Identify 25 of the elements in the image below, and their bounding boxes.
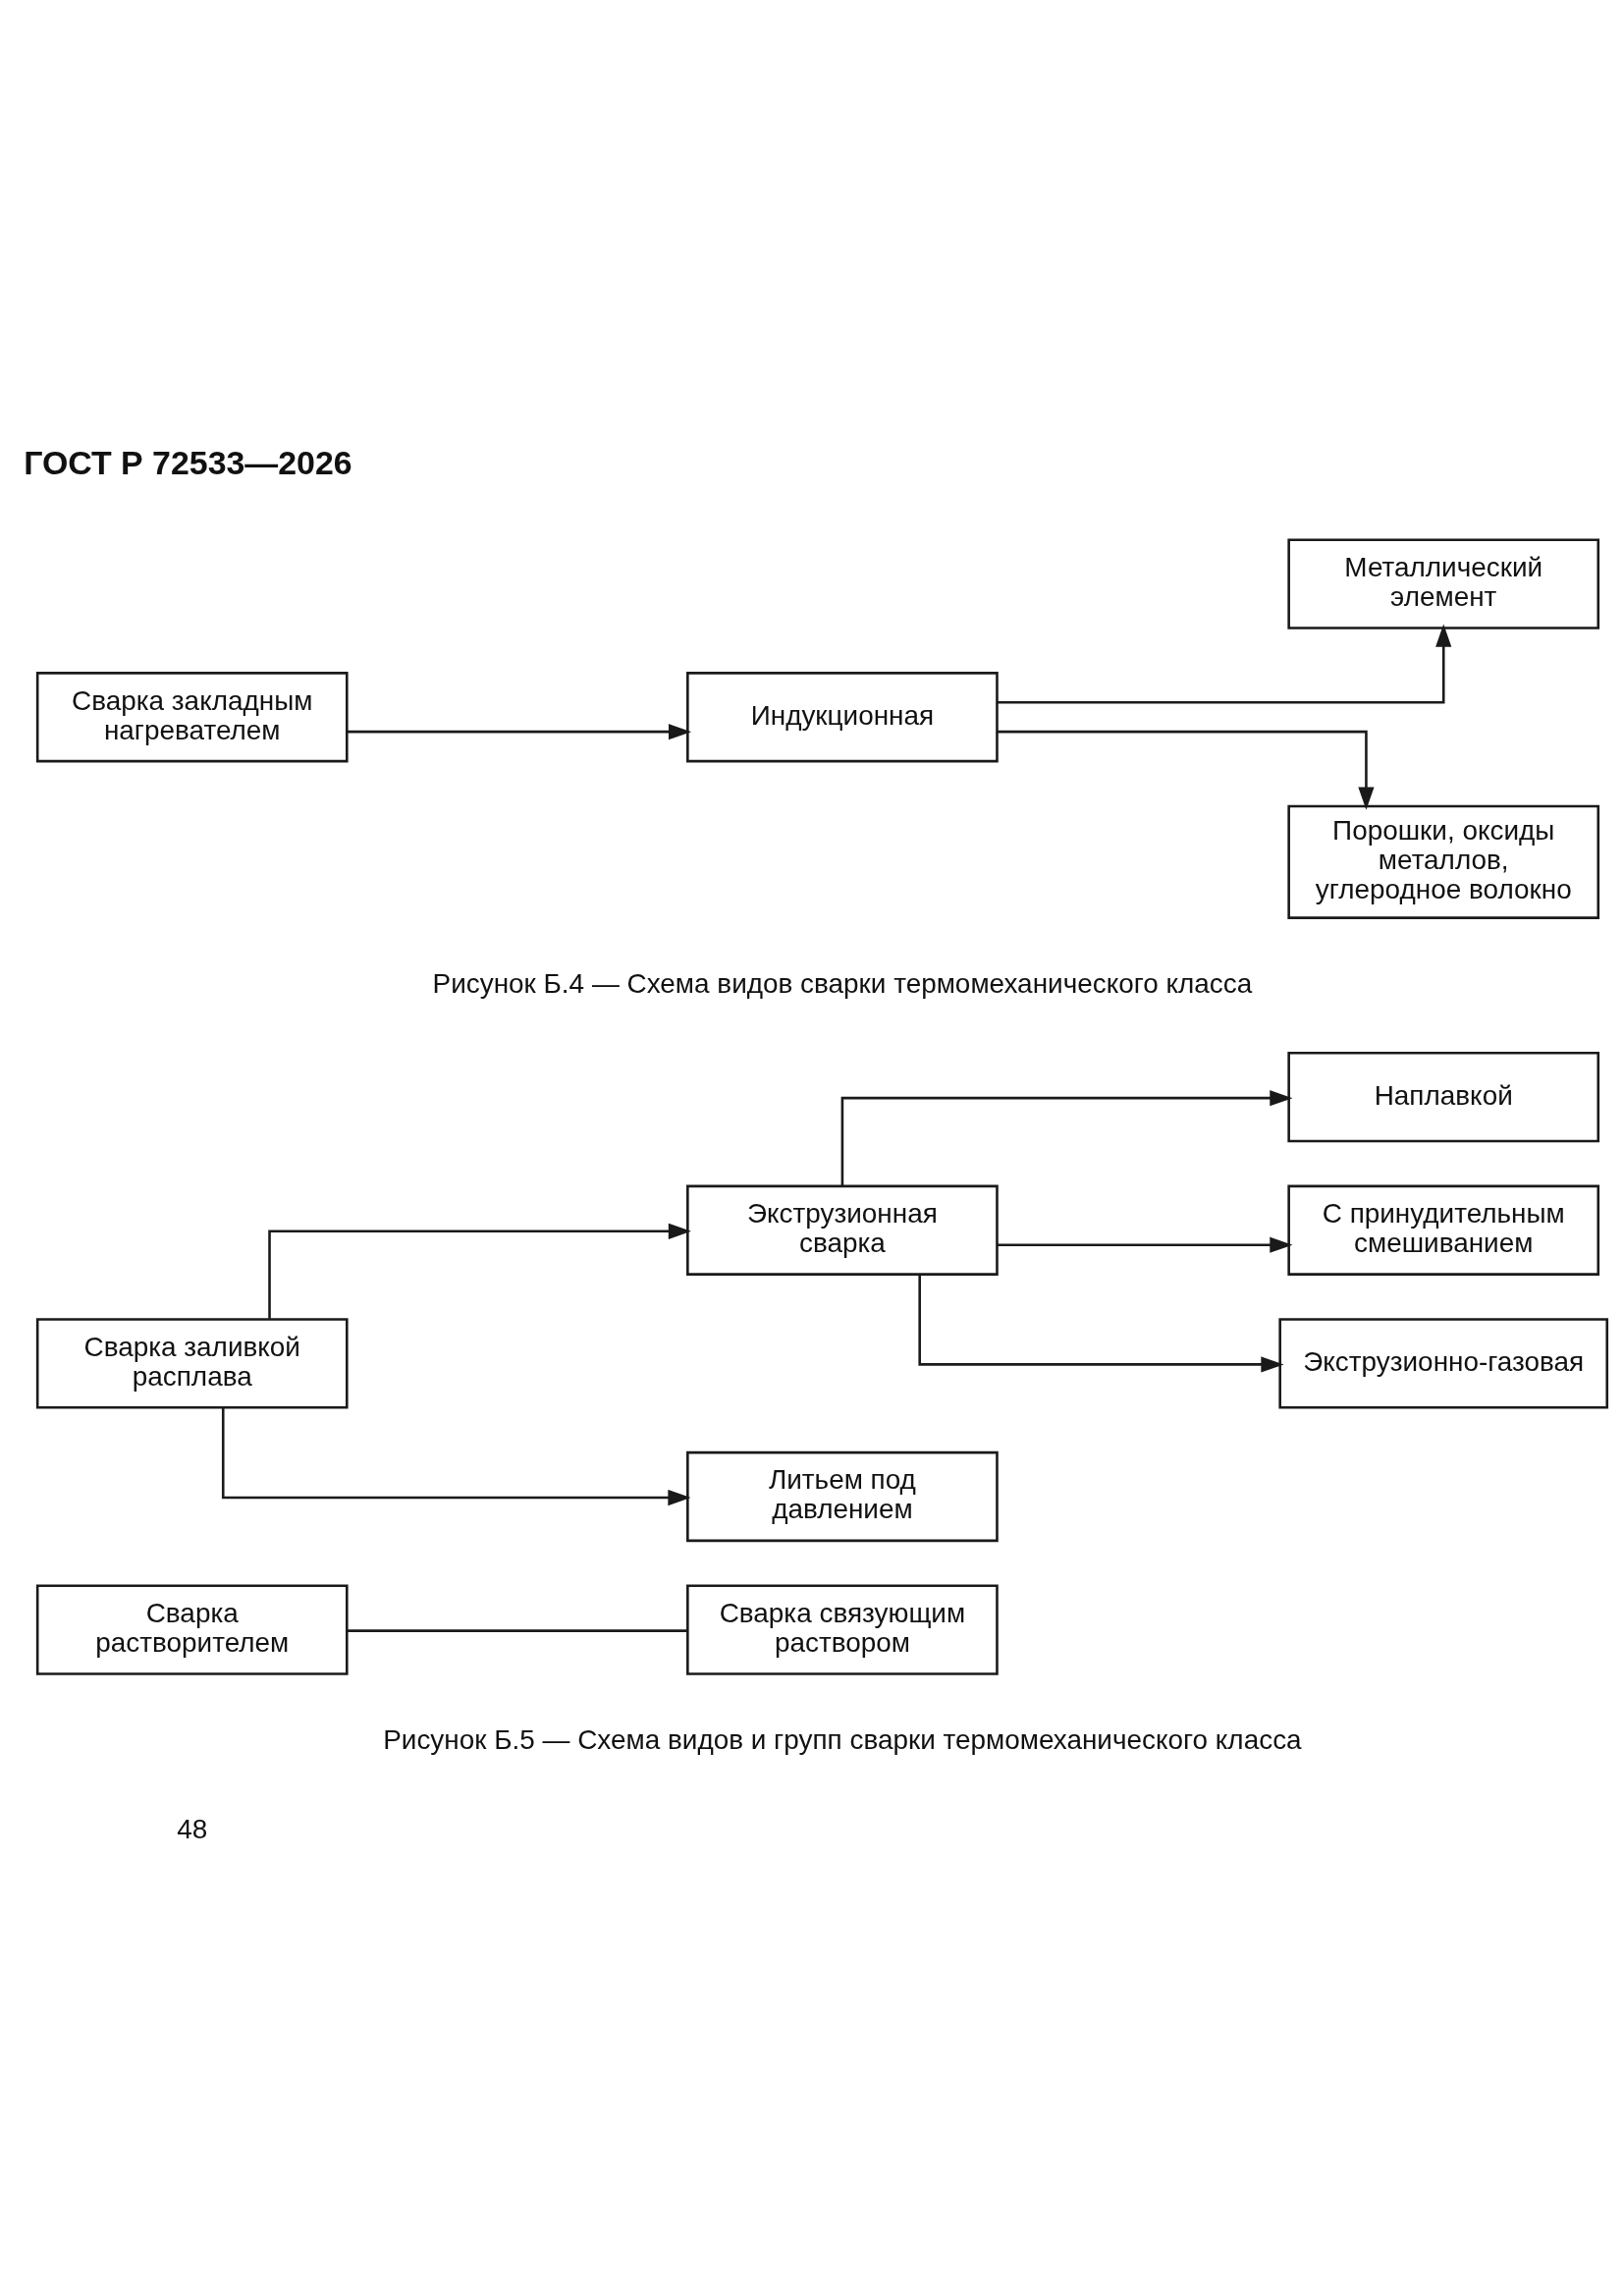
node-box: Наплавкой (1287, 1051, 1600, 1143)
arrow (268, 1223, 691, 1319)
label: 48 (177, 1814, 208, 1845)
node-box: Порошки, оксиды металлов, углеродное волокно (1287, 804, 1600, 919)
arrow (918, 1275, 1284, 1373)
arrow (840, 1090, 1293, 1186)
node-box: Сварка заливкой расплава (35, 1318, 349, 1409)
arrow (221, 1407, 691, 1506)
node-box: Индукционная (686, 672, 999, 763)
node-box: Сварка связующим раствором (686, 1584, 999, 1675)
label: Рисунок Б.5 — Схема видов и групп сварки термомеханического класса (383, 1723, 1302, 1755)
label: ГОСТ Р 72533—2026 (24, 444, 352, 482)
arrow (347, 724, 692, 740)
node-box: Сварка растворителем (35, 1584, 349, 1675)
node-box: Экструзионная сварка (686, 1184, 999, 1276)
arrow (997, 624, 1452, 704)
connector (347, 1629, 688, 1632)
node-box: С принудительным смешиванием (1287, 1184, 1600, 1276)
node-box: Экструзионно-газовая (1278, 1318, 1609, 1409)
node-box: Металлический элемент (1287, 538, 1600, 629)
node-box: Литьем под давлением (686, 1450, 999, 1543)
arrow (997, 1236, 1293, 1253)
node-box: Сварка закладным нагревателем (35, 672, 349, 763)
arrow (997, 730, 1375, 810)
label: Рисунок Б.4 — Схема видов сварки термомеханического класса (432, 967, 1253, 999)
